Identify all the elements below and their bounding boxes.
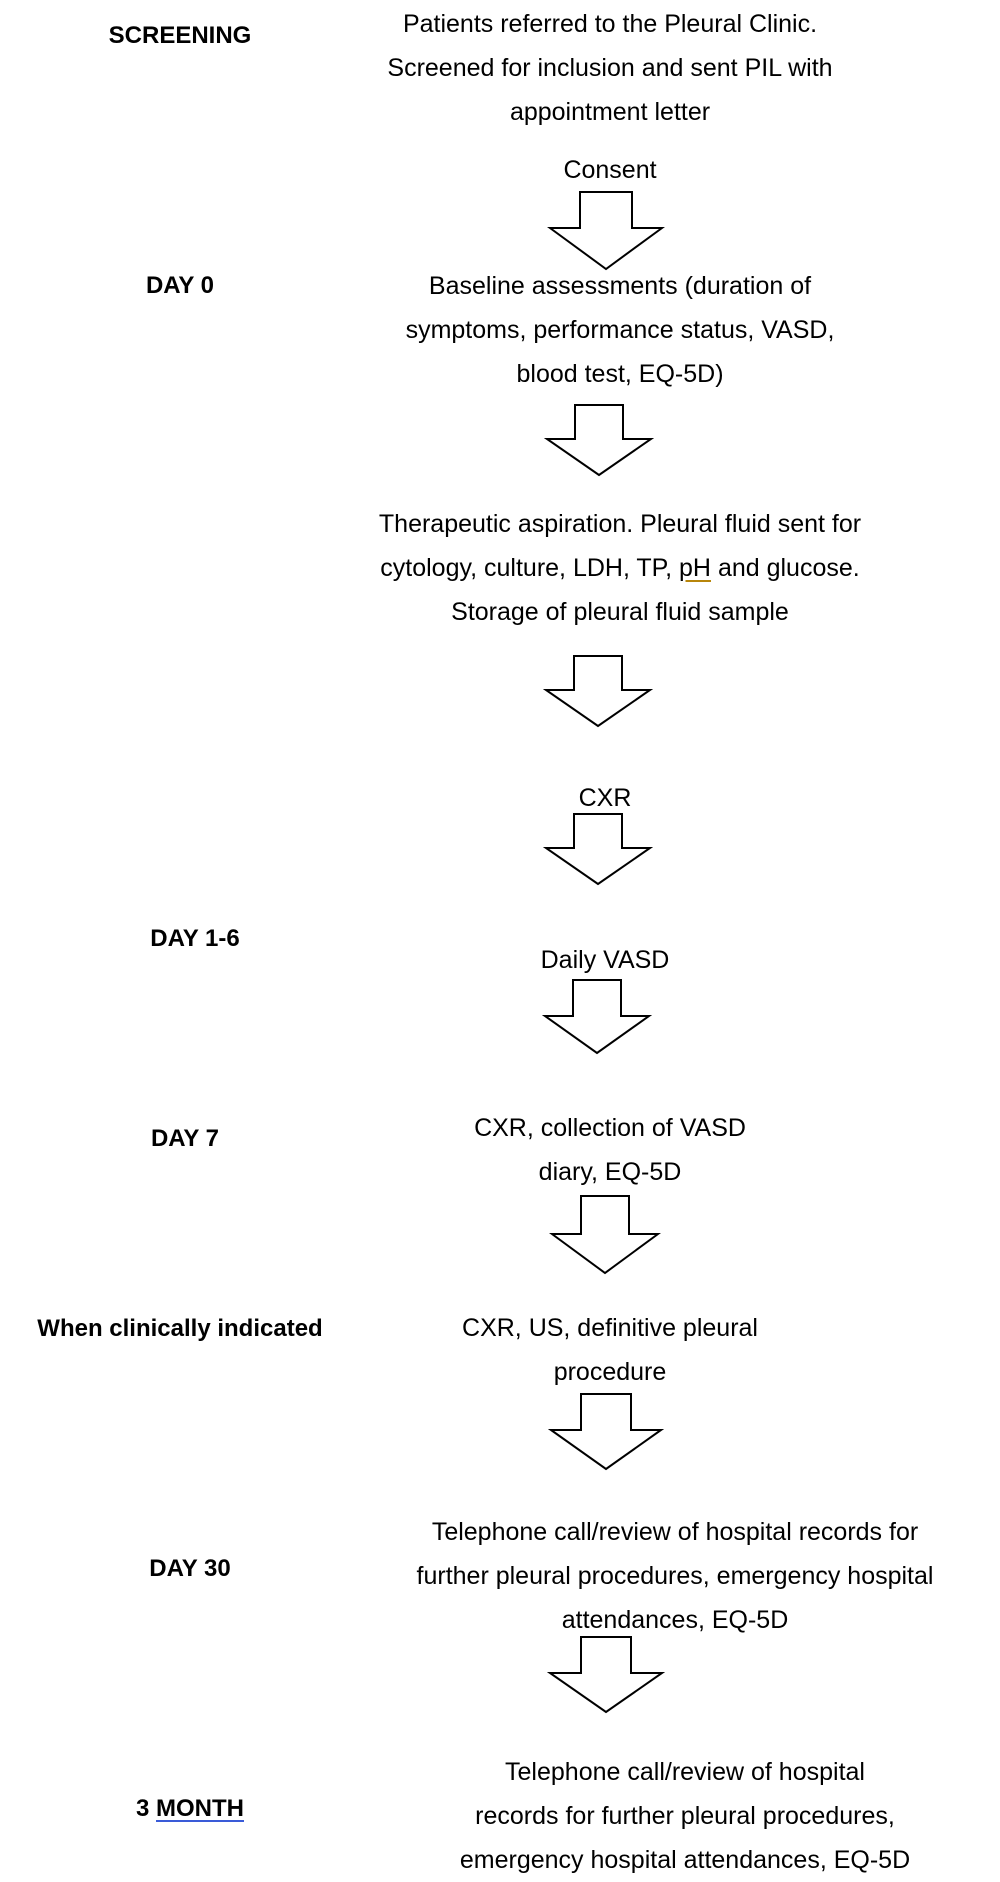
step-aspiration-line: cytology, culture, LDH, TP, pH and gluco… <box>300 546 940 590</box>
stage-3-month-word: MONTH <box>156 1795 244 1822</box>
aspiration-tests: cytology, culture, LDH, TP, <box>380 554 673 582</box>
stage-screening: SCREENING <box>108 22 252 49</box>
stage-when-clinically-indicated: When clinically indicated <box>37 1315 323 1342</box>
step-screening-line: Screened for inclusion and sent PIL with <box>387 54 833 82</box>
down-arrow-icon <box>549 1195 661 1275</box>
stage-day-7: DAY 7 <box>150 1125 220 1152</box>
step-day-30-line: further pleural procedures, emergency ho… <box>416 1562 934 1590</box>
step-aspiration-line: Storage of pleural fluid sample <box>451 598 789 626</box>
stage-day-0: DAY 0 <box>145 272 215 299</box>
aspiration-ph: pH <box>679 554 711 582</box>
down-arrow-icon <box>547 191 665 271</box>
consent-label: Consent <box>563 156 657 184</box>
stage-day-1-6: DAY 1-6 <box>150 925 240 952</box>
stage-3-month: 3 MONTH <box>80 1795 300 1823</box>
down-arrow-icon <box>542 979 652 1055</box>
step-day-7: CXR, collection of VASD diary, EQ-5D <box>400 1106 820 1194</box>
step-baseline: Baseline assessments (duration of sympto… <box>330 264 910 396</box>
down-arrow-icon <box>547 1636 665 1714</box>
step-clinical-line: CXR, US, definitive pleural <box>462 1314 758 1342</box>
stage-day-30: DAY 30 <box>149 1555 231 1582</box>
step-baseline-line: Baseline assessments (duration of <box>428 272 812 300</box>
step-baseline-line: blood test, EQ-5D) <box>516 360 724 388</box>
step-aspiration-line: Therapeutic aspiration. Pleural fluid se… <box>378 510 862 538</box>
step-screening: Patients referred to the Pleural Clinic.… <box>320 2 900 134</box>
step-day-30-line: Telephone call/review of hospital record… <box>431 1518 919 1546</box>
step-day-30: Telephone call/review of hospital record… <box>355 1510 995 1642</box>
daily-vasd-label: Daily VASD <box>540 946 670 974</box>
step-3-month-line: records for further pleural procedures, <box>475 1802 895 1830</box>
step-day-7-line: diary, EQ-5D <box>538 1158 682 1186</box>
step-cxr: CXR <box>450 776 760 820</box>
down-arrow-icon <box>544 404 654 477</box>
step-clinical: CXR, US, definitive pleural procedure <box>400 1306 820 1394</box>
stage-3-month-number: 3 <box>135 1795 150 1822</box>
down-arrow-icon <box>543 813 653 886</box>
step-daily-vasd: Daily VASD <box>450 938 760 982</box>
step-screening-line: appointment letter <box>509 98 711 126</box>
step-3-month-line: Telephone call/review of hospital <box>505 1758 865 1786</box>
step-screening-line: Patients referred to the Pleural Clinic. <box>402 10 818 38</box>
step-3-month: Telephone call/review of hospital record… <box>380 1750 990 1882</box>
down-arrow-icon <box>548 1393 664 1471</box>
step-baseline-line: symptoms, performance status, VASD, <box>405 316 835 344</box>
cxr-label: CXR <box>578 784 632 812</box>
step-clinical-line: procedure <box>553 1358 667 1386</box>
step-3-month-line: emergency hospital attendances, EQ-5D <box>459 1846 911 1874</box>
aspiration-glucose: and glucose. <box>717 554 860 582</box>
down-arrow-icon <box>543 655 653 728</box>
step-aspiration: Therapeutic aspiration. Pleural fluid se… <box>300 502 940 634</box>
step-day-30-line: attendances, EQ-5D <box>561 1606 789 1634</box>
step-day-7-line: CXR, collection of VASD <box>474 1114 746 1142</box>
step-consent: Consent <box>420 148 800 192</box>
